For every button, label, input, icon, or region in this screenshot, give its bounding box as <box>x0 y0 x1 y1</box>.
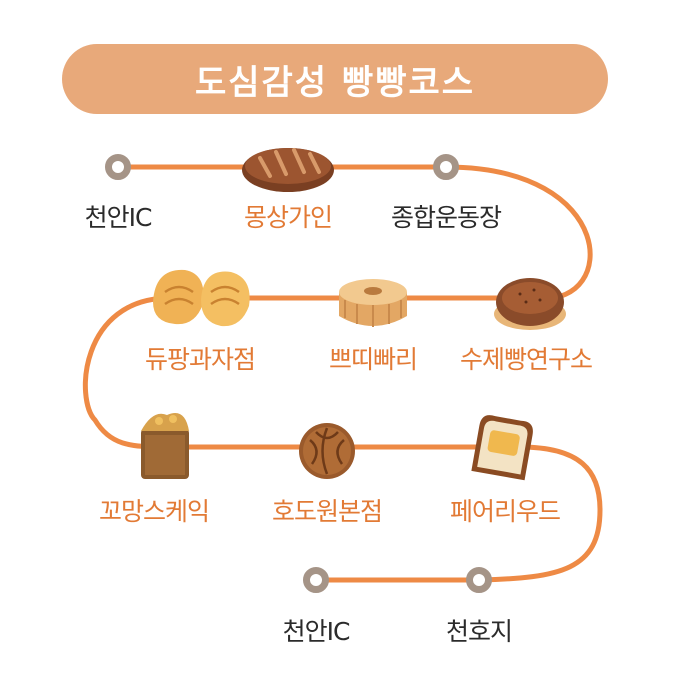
stop-label: 종합운동장 <box>390 203 502 232</box>
stop-marker <box>303 567 329 593</box>
bakery-label: 듀팡과자점 <box>144 345 256 374</box>
round-bun-icon <box>494 278 566 330</box>
bakery-label: 수제빵연구소 <box>459 345 593 374</box>
stop-label: 천안IC <box>282 617 351 646</box>
ring-cake-icon <box>339 279 407 327</box>
title-banner: 도심감성 빵빵코스 <box>62 44 608 114</box>
stop-marker <box>105 154 131 180</box>
bakery-label: 페어리우드 <box>449 497 561 526</box>
stop-marker <box>466 567 492 593</box>
bakery-label: 꼬망스케익 <box>98 497 210 526</box>
bakery-label: 몽상가인 <box>243 203 333 232</box>
bread-loaf-icon <box>242 148 334 192</box>
muffin-cake-icon <box>141 413 189 479</box>
walnut-cake-icon <box>299 423 355 479</box>
stop-marker <box>433 154 459 180</box>
page-title: 도심감성 빵빵코스 <box>194 62 476 103</box>
madeleine-icon <box>153 269 250 327</box>
toast-icon <box>471 415 533 481</box>
bakery-label: 쁘띠빠리 <box>328 345 418 374</box>
stop-label: 천호지 <box>445 617 513 646</box>
bakery-label: 호도원본점 <box>271 497 383 526</box>
stop-label: 천안IC <box>84 203 153 232</box>
